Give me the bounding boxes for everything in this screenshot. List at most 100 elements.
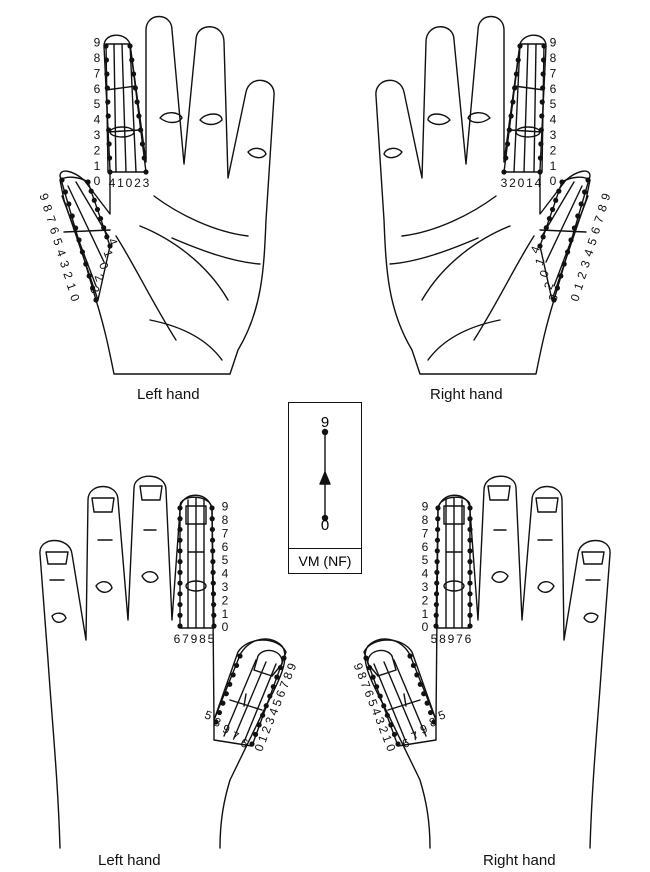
scale-label: 2 [134,176,141,190]
scale-label: 6 [174,632,181,646]
dot-bottom-left-thumb-outer [263,703,269,709]
dot-bottom-right-thumb-inner [407,653,413,659]
dot-top-left-index-left [107,169,113,175]
dot-bottom-right-index-right [435,505,441,511]
top-left-hand [59,15,275,375]
dot-top-right-index-left [540,57,547,63]
dot-top-right-index-right [501,169,507,175]
dot-top-left-index-right [138,127,144,133]
dot-bottom-left-thumb-outer [256,722,262,728]
dot-top-right-thumb-outer [585,177,591,183]
dot-top-left-index-left [105,113,111,119]
dot-bottom-left-index-right [209,537,216,543]
scale-label: 1 [94,159,101,173]
dot-top-left-index-right [132,85,138,91]
dot-top-left-index-right [130,71,137,77]
scale-label: 3 [578,258,594,269]
scale-label: 3 [550,128,557,142]
scale-label: 6 [94,82,101,96]
dot-bottom-left-index-right [211,612,217,618]
dot-bottom-left-thumb-inner [233,662,240,669]
dot-bottom-left-thumb-inner [230,672,236,678]
dot-bottom-right-index-left [467,516,473,522]
dot-top-right-index-right [504,141,511,147]
scale-label: 6 [465,632,472,646]
dot-bottom-left-index-left [177,601,183,608]
scale-label: 1 [222,607,229,621]
dot-top-right-thumb-outer [578,201,584,207]
dot-bottom-left-index-right [210,591,217,597]
dot-top-right-thumb-outer [565,249,571,255]
dot-top-right-thumb-inner [559,179,565,185]
scale-label: 6 [47,225,63,236]
dot-bottom-right-thumb-inner [410,662,417,669]
scale-label: 8 [427,714,438,730]
scale-label: 2 [376,724,392,735]
dot-top-right-index-right [512,85,518,91]
scale-label: 8 [280,670,296,681]
bottom-left-index-zone [179,496,215,629]
scale-label: 7 [409,728,420,744]
legend-arrow-icon [319,471,331,485]
scale-label: 2 [541,280,557,291]
scale-label: 1 [379,733,395,744]
scale-label: 7 [222,526,229,540]
scale-label: 2 [550,143,557,157]
dot-bottom-left-thumb-outer [274,674,280,680]
scale-label: 0 [568,292,584,303]
dot-bottom-right-index-left [467,623,473,629]
caption-top-right: Right hand [430,386,503,403]
dot-top-left-thumb-outer [62,189,68,195]
dot-bottom-right-index-left [467,580,473,586]
scale-label: 4 [581,247,597,258]
dot-top-left-thumb-outer [73,225,79,231]
scale-label: 3 [94,128,101,142]
dot-top-left-index-left [106,141,112,147]
dot-top-left-thumb-inner [97,215,104,222]
scale-label: 1 [532,256,548,267]
dot-bottom-right-index-right [434,569,440,575]
scale-label: 5 [222,553,229,567]
dot-bottom-right-index-left [467,548,473,554]
dot-top-right-thumb-outer [575,213,581,219]
dot-top-left-index-left [103,57,110,63]
scale-label: 9 [598,191,614,202]
scale-label: 7 [358,679,374,690]
dot-top-left-thumb-outer [66,201,72,207]
dot-top-left-thumb-outer [90,285,96,291]
dot-bottom-left-thumb-inner [213,719,219,725]
scale-label: 4 [550,113,557,127]
dot-top-left-index-left [103,43,109,49]
dot-bottom-left-thumb-inner [220,700,226,706]
scale-label: 8 [199,632,206,646]
dot-top-right-thumb-outer [571,225,578,231]
scale-label: 5 [203,708,214,724]
scale-label: 8 [422,513,429,527]
dot-bottom-left-thumb-outer [252,731,259,738]
dot-top-right-thumb-outer [551,297,557,303]
scale-label: 0 [518,176,525,190]
dot-bottom-left-index-left [177,580,183,586]
scale-label: 4 [422,567,429,581]
scale-label: 3 [372,715,388,726]
dot-top-right-index-left [537,155,544,161]
dot-bottom-right-thumb-outer [384,712,390,718]
dot-bottom-right-thumb-outer [388,722,394,728]
dot-top-right-index-left [537,169,543,175]
scale-label: 3 [57,259,73,270]
scale-label: 4 [105,236,121,247]
dot-top-right-thumb-inner [540,234,546,240]
dot-bottom-right-thumb-inner [424,700,430,706]
scale-label: 9 [550,36,557,50]
dot-top-left-index-left [106,155,113,161]
scale-label: 5 [50,236,66,247]
dot-top-left-index-right [136,113,142,119]
dot-bottom-right-index-right [433,623,439,629]
dot-bottom-right-thumb-inner [427,709,434,716]
dot-bottom-left-index-left [177,526,183,533]
scale-label: 8 [94,51,101,65]
scale-label: 2 [574,269,590,280]
scale-label: 7 [277,679,293,690]
dot-top-left-thumb-outer [86,273,92,279]
